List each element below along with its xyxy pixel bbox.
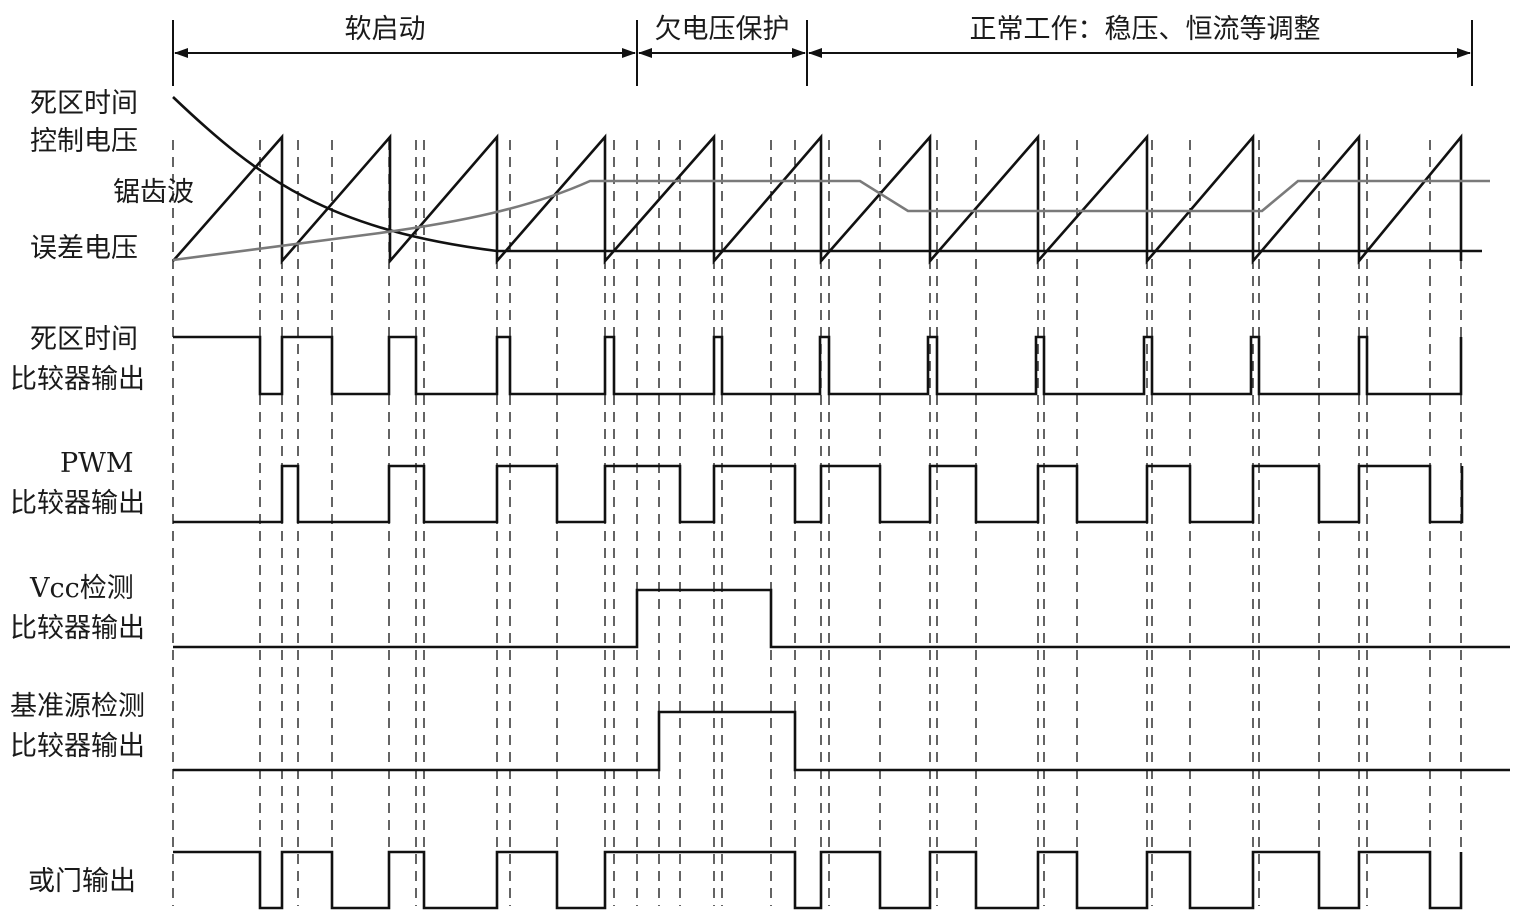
label-vcc-1: Vcc检测 bbox=[29, 573, 134, 604]
or-gate-output-wave bbox=[173, 850, 1463, 910]
deadtime-comparator-wave bbox=[173, 335, 1463, 396]
sawtooth-wave bbox=[172, 133, 1463, 265]
phase-normal-label: 正常工作：稳压、恒流等调整 bbox=[970, 14, 1321, 45]
label-reference-1: 基准源检测 bbox=[10, 691, 145, 722]
reference-comparator-wave bbox=[173, 710, 1510, 772]
label-deadtime-control-2: 控制电压 bbox=[30, 126, 138, 157]
label-sawtooth: 锯齿波 bbox=[113, 177, 194, 208]
error-voltage-curve bbox=[172, 179, 1490, 262]
pwm-comparator-wave bbox=[173, 464, 1464, 524]
label-error-voltage: 误差电压 bbox=[30, 233, 138, 264]
label-pwm-1: PWM bbox=[60, 448, 134, 479]
phase-undervoltage-label: 欠电压保护 bbox=[655, 14, 790, 45]
deadtime-control-voltage-curve bbox=[172, 96, 1482, 253]
label-vcc-2: 比较器输出 bbox=[10, 613, 145, 644]
phase-boundaries bbox=[172, 20, 1473, 86]
label-reference-2: 比较器输出 bbox=[10, 731, 145, 762]
label-deadtime-comparator-2: 比较器输出 bbox=[10, 364, 145, 395]
label-deadtime-comparator-1: 死区时间 bbox=[30, 324, 138, 355]
label-pwm-2: 比较器输出 bbox=[10, 488, 145, 519]
label-deadtime-control-1: 死区时间 bbox=[30, 88, 138, 119]
label-or-gate-output: 或门输出 bbox=[28, 866, 136, 897]
vcc-comparator-wave bbox=[173, 588, 1510, 649]
phase-soft-start-label: 软启动 bbox=[345, 14, 426, 45]
